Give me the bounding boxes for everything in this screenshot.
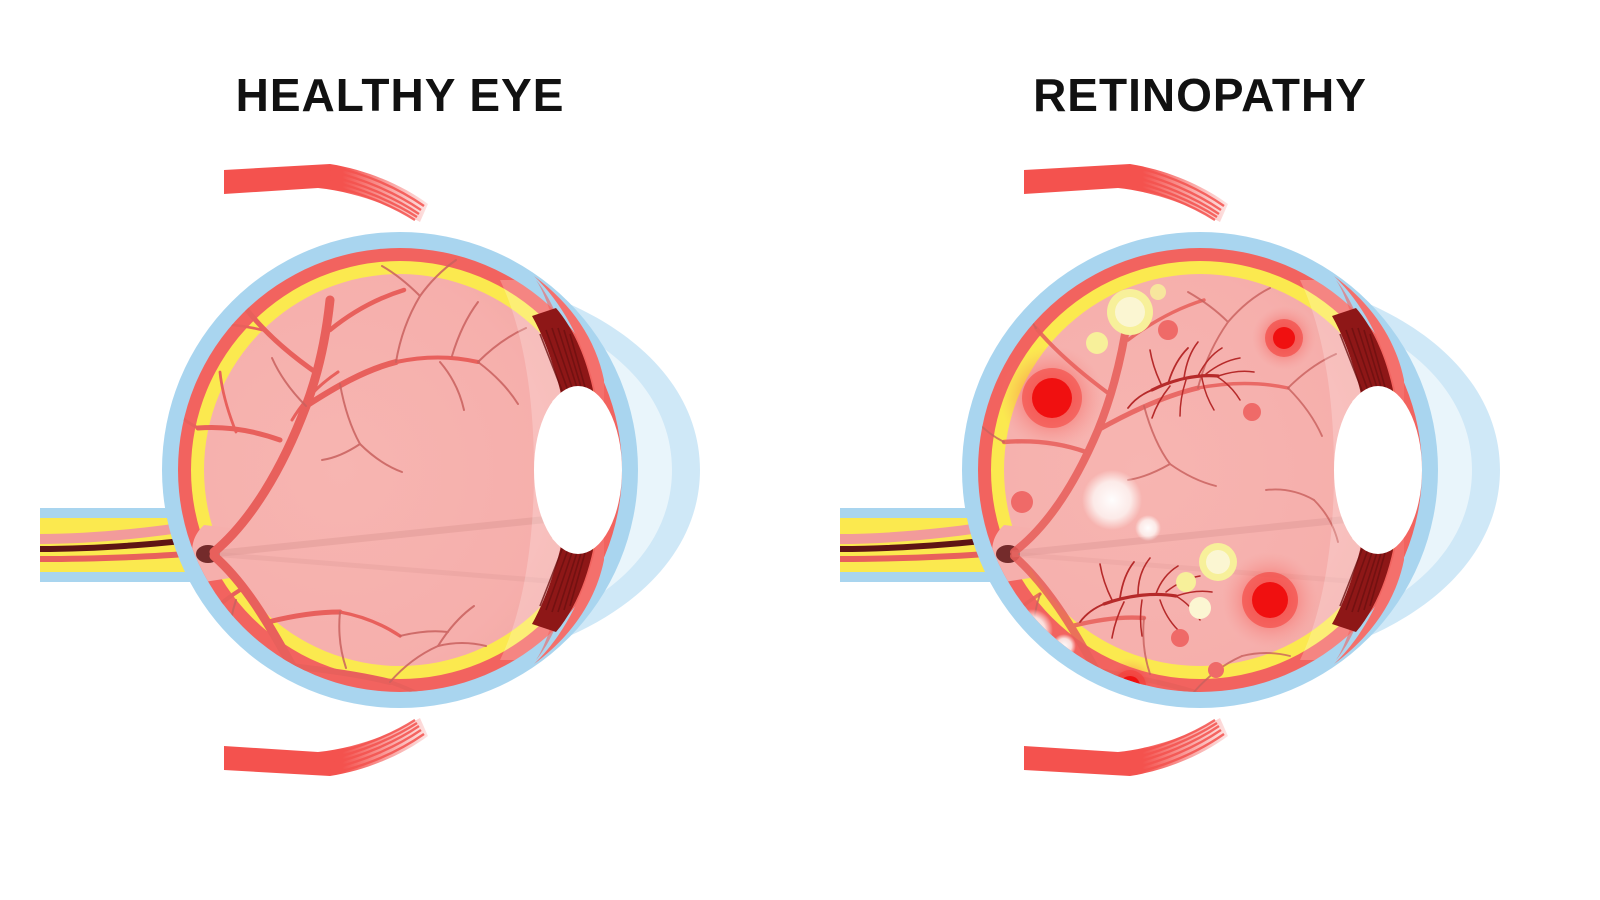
extraocular-muscle-superior — [1024, 164, 1228, 222]
panel-title-retinopathy: RETINOPATHY — [1033, 69, 1367, 121]
extraocular-muscle-inferior — [224, 718, 428, 776]
panel-retinopathy: RETINOPATHY — [800, 0, 1600, 900]
hard-exudate-tiny-superior — [1150, 284, 1166, 300]
lens — [534, 386, 622, 554]
anterior-segment — [1332, 276, 1422, 664]
hard-exudate-small-superior — [1086, 332, 1108, 354]
hemorrhage-large-inferior-right — [1222, 552, 1318, 648]
retinopathy-eye-diagram — [840, 164, 1500, 776]
panel-title-healthy: HEALTHY EYE — [235, 69, 565, 121]
hemorrhage-large-superior-left — [1000, 346, 1104, 450]
panel-healthy-eye: HEALTHY EYE — [40, 69, 700, 776]
hard-exudate-ring-superior — [1107, 289, 1153, 335]
microaneurysm-superior-b — [1243, 403, 1261, 421]
cornea — [560, 300, 700, 640]
extraocular-muscle-superior — [224, 164, 428, 222]
hemorrhage-superior-right — [1252, 306, 1316, 370]
retinal-vessels — [978, 280, 1361, 692]
anterior-segment — [532, 276, 622, 664]
optic-nerve — [40, 508, 200, 582]
microaneurysm-inferior-b — [1208, 662, 1224, 678]
neovascularization-tuft-inferior — [1079, 557, 1213, 639]
retinal-vessels — [178, 259, 561, 692]
extraocular-muscle-inferior — [1024, 718, 1228, 776]
microaneurysm-mid-left — [1011, 491, 1033, 513]
hard-exudate-ring-inferior — [1199, 543, 1237, 581]
vitreous-body — [204, 274, 596, 666]
microaneurysm-superior-a — [1158, 320, 1178, 340]
cornea — [1360, 300, 1500, 640]
lens — [1334, 386, 1422, 554]
hard-exudate-pale-inferior — [1189, 597, 1211, 619]
neovascularization-tuft-superior — [1127, 341, 1255, 419]
cotton-wool-spot-small-central — [1135, 515, 1161, 541]
optic-nerve — [840, 508, 1000, 582]
cotton-wool-spot-central — [1082, 470, 1142, 530]
hard-exudate-small-inferior — [1176, 572, 1196, 592]
healthy-eye-diagram — [40, 164, 700, 776]
microaneurysm-inferior-a — [1171, 629, 1189, 647]
